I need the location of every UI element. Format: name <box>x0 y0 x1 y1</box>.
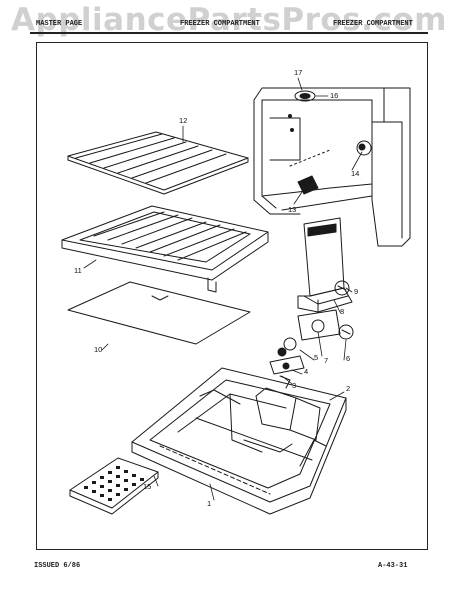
footer-issued-date: ISSUED 6/86 <box>34 562 81 570</box>
callout-1: 1 <box>207 499 212 508</box>
callout-3: 3 <box>292 381 297 390</box>
callout-6: 6 <box>346 354 351 363</box>
crisper-cover-shelf <box>61 205 269 293</box>
callout-16: 16 <box>330 91 339 100</box>
callout-10: 10 <box>94 345 103 354</box>
leader-lines <box>83 77 363 501</box>
callout-14: 14 <box>351 169 360 178</box>
callout-4: 4 <box>304 367 309 376</box>
callout-7: 7 <box>324 356 329 365</box>
callout-8: 8 <box>340 307 345 316</box>
footer-page-code: A-43-31 <box>378 562 408 570</box>
diagram-frame <box>36 42 428 550</box>
callout-11: 11 <box>74 266 82 275</box>
header-left-label: MASTER PAGE <box>36 20 83 28</box>
freezer-cabinet <box>253 87 411 247</box>
callout-5: 5 <box>314 353 319 362</box>
callout-13: 13 <box>288 205 297 214</box>
wire-shelf <box>67 131 249 195</box>
callout-2: 2 <box>346 384 351 393</box>
callout-15: 15 <box>143 482 152 491</box>
evaporator-cover <box>297 217 353 313</box>
header-rule <box>30 32 428 34</box>
ice-tray <box>69 457 159 515</box>
header-right-label: FREEZER COMPARTMENT <box>333 20 413 28</box>
callout-17: 17 <box>294 68 303 77</box>
header-middle-label: FREEZER COMPARTMENT <box>180 20 260 28</box>
lower-pan-assembly <box>131 367 347 515</box>
callout-12: 12 <box>179 116 188 125</box>
shelf-insert <box>67 281 251 345</box>
callout-9: 9 <box>354 287 359 296</box>
